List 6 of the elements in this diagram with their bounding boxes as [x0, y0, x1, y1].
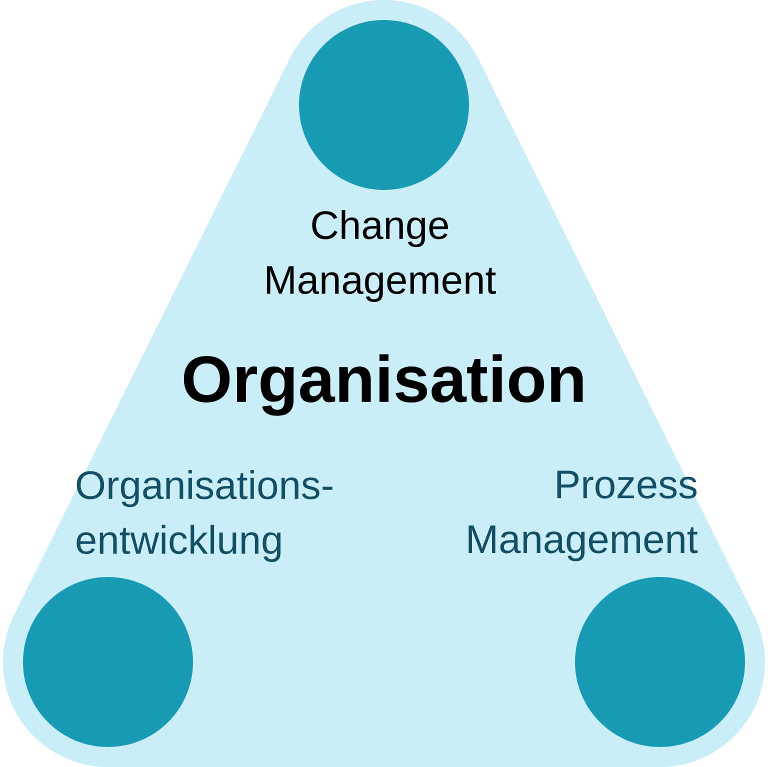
circle: [575, 577, 746, 747]
circle-label: Organisations- entwicklung: [76, 470, 332, 562]
circle-label: Prozess Management: [468, 470, 698, 562]
circle: [299, 20, 469, 190]
circle-label: Change Management: [266, 210, 496, 302]
circle: [23, 577, 193, 747]
